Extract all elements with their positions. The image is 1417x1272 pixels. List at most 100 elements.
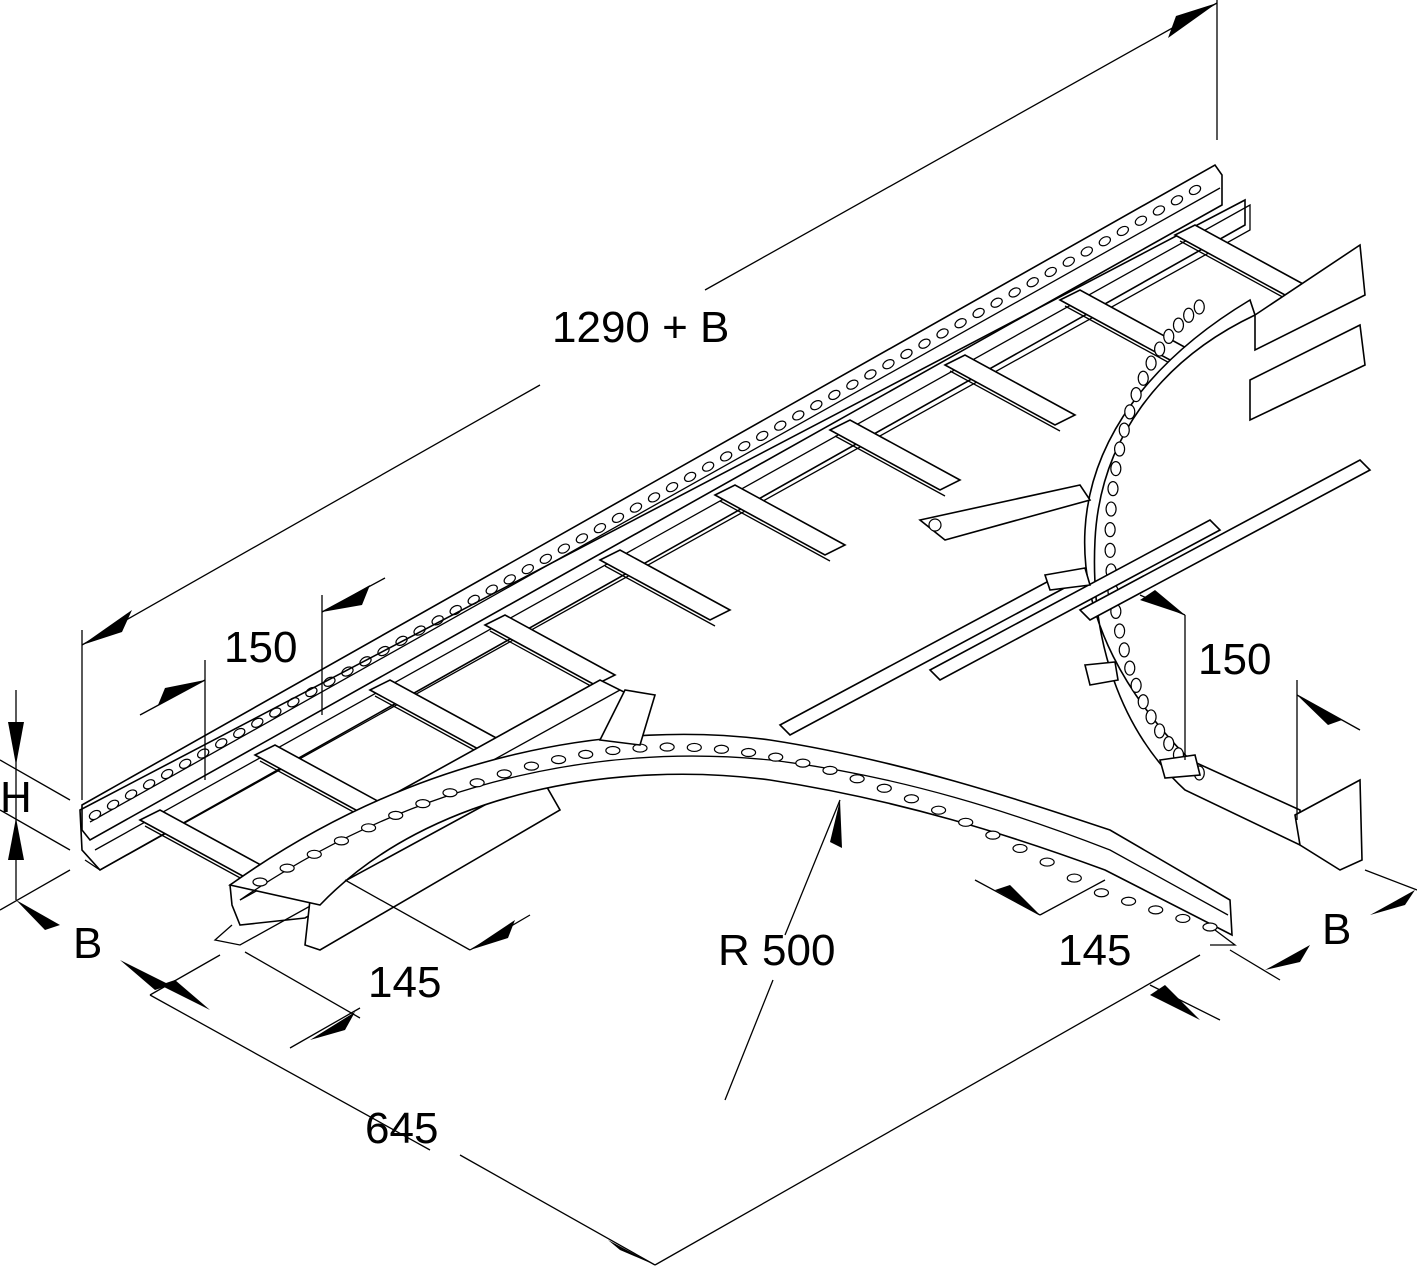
rail-hole: [1124, 660, 1136, 676]
rung-edge: [834, 435, 946, 497]
rail-hole: [142, 779, 156, 790]
rail-hole: [550, 754, 567, 765]
rung-edge: [719, 500, 831, 562]
right-curved-rail: [1083, 243, 1366, 871]
rail-hole: [1170, 195, 1184, 206]
rail-hole: [930, 805, 947, 815]
rail-hole: [333, 836, 350, 846]
rail-hole: [611, 512, 625, 524]
rail-hole: [496, 769, 512, 779]
branch-rung: [928, 519, 1222, 681]
rail-hole: [1104, 542, 1116, 558]
rail-hole: [279, 863, 295, 873]
rail-hole: [849, 774, 865, 784]
rung: [598, 549, 732, 621]
rail-hole: [990, 297, 1003, 308]
rail-hole: [737, 440, 751, 452]
rung-edge: [1064, 305, 1176, 367]
width-right-label: B: [1322, 905, 1351, 954]
arrow-head: [82, 610, 132, 645]
rung-edge: [144, 825, 256, 887]
rail-hole: [1107, 481, 1119, 497]
rail-hole: [1116, 225, 1130, 237]
rail-hole: [792, 410, 805, 421]
rail-hole: [1137, 370, 1149, 386]
rail-hole: [629, 502, 643, 513]
rail-hole: [415, 799, 431, 809]
rail-hole: [1118, 642, 1130, 658]
rail-hole: [251, 717, 264, 728]
ladder-rungs: [138, 224, 1307, 887]
rail-hole: [985, 830, 1001, 840]
rail-hole: [1130, 387, 1142, 403]
rail-hole: [864, 369, 877, 380]
rail-hole: [503, 574, 516, 585]
rail-hole: [539, 553, 553, 565]
main-ladder: [79, 163, 1251, 872]
rail-hole: [593, 522, 607, 534]
branch-rung: [1078, 459, 1372, 621]
branch-rungs: [778, 459, 1372, 736]
rail-hole: [1105, 501, 1117, 517]
rail-hole: [442, 788, 458, 798]
rail-hole: [1163, 736, 1175, 752]
rail-hole: [1134, 215, 1148, 226]
rail-hole: [1172, 317, 1185, 333]
rail-hole: [1137, 694, 1149, 710]
rail-hole: [774, 420, 787, 431]
rung: [138, 809, 272, 881]
rail-hole: [719, 451, 733, 462]
rail-hole: [659, 742, 675, 752]
rail-hole: [846, 379, 859, 390]
rail-hole: [1130, 677, 1142, 693]
rail-hole: [323, 676, 336, 687]
rail-hole: [1163, 328, 1175, 344]
rail-hole: [1066, 873, 1082, 883]
rail-hole: [918, 338, 931, 349]
rail-hole: [900, 348, 913, 360]
branch-offset-left-label: 145: [368, 958, 441, 1007]
rung: [368, 679, 502, 751]
rail-hole: [252, 877, 268, 887]
rail-hole: [605, 745, 621, 756]
rail-hole: [1202, 922, 1218, 932]
rail-hole: [215, 738, 228, 749]
rung-edge: [489, 630, 601, 692]
rail-hole: [1120, 896, 1137, 906]
rail-hole: [1145, 709, 1157, 725]
rail-hole: [1148, 905, 1164, 915]
rail-hole: [1093, 888, 1110, 898]
rail-hole: [822, 765, 838, 775]
rung-edge: [1179, 240, 1291, 302]
rail-hole: [903, 794, 920, 804]
rail-hole: [306, 849, 322, 859]
rail-hole: [521, 563, 534, 575]
rung: [713, 484, 847, 556]
rail-hole: [469, 778, 485, 788]
rail-hole: [954, 318, 967, 329]
rail-hole: [1039, 857, 1055, 867]
rail-hole: [1104, 522, 1116, 538]
rung: [828, 419, 962, 491]
rung-edge: [604, 565, 716, 627]
rail-hole: [686, 742, 702, 753]
rail-hole: [233, 727, 246, 739]
rail-hole: [1183, 307, 1195, 323]
rail-hole: [578, 749, 594, 759]
rail-hole: [1080, 246, 1093, 257]
width-left-label: B: [73, 919, 102, 968]
rail-hole: [431, 615, 444, 626]
rail-hole: [683, 471, 697, 483]
rung-edge: [374, 695, 486, 757]
rail-hole: [1118, 422, 1130, 438]
rail-hole: [1026, 277, 1039, 288]
rail-hole: [647, 492, 661, 503]
rail-hole: [1062, 256, 1075, 267]
arrow-head: [1168, 3, 1217, 38]
rung: [483, 614, 617, 686]
rail-hole: [523, 761, 540, 771]
connector-plates: [598, 484, 1202, 779]
